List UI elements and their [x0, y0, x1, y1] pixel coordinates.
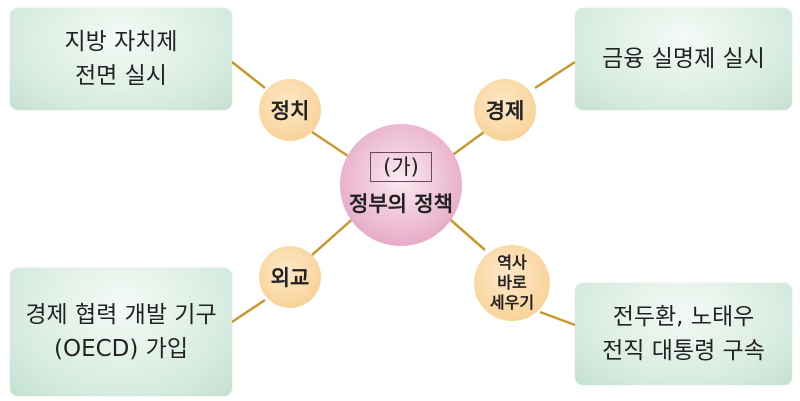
- node-history: 역사 바로 세우기: [474, 245, 550, 321]
- node-label: 정치: [270, 99, 310, 123]
- node-diplomacy: 외교: [259, 246, 321, 308]
- box-text: (OECD) 가입: [54, 336, 188, 362]
- box-text: 전두환, 노태우: [612, 304, 755, 330]
- box-local-autonomy: 지방 자치제 전면 실시: [10, 8, 232, 110]
- box-text: 전면 실시: [75, 63, 167, 89]
- blank-label: (가): [370, 152, 432, 182]
- box-text: 경제 협력 개발 기구: [25, 302, 217, 328]
- node-label: 경제: [485, 99, 525, 123]
- node-economy: 경제: [474, 79, 536, 141]
- node-politics: 정치: [259, 79, 321, 141]
- box-former-presidents: 전두환, 노태우 전직 대통령 구속: [575, 283, 792, 385]
- box-oecd: 경제 협력 개발 기구 (OECD) 가입: [10, 268, 232, 396]
- box-text: 전직 대통령 구속: [602, 338, 765, 364]
- node-label: 세우기: [489, 293, 535, 312]
- node-label: 역사: [497, 253, 527, 272]
- box-real-name-finance: 금융 실명제 실시: [575, 8, 792, 110]
- node-label: 바로: [497, 273, 527, 292]
- node-label: 외교: [270, 266, 310, 290]
- box-text: 지방 자치제: [64, 29, 178, 55]
- center-title: 정부의 정책: [349, 192, 453, 216]
- center-node: (가) 정부의 정책: [340, 124, 462, 246]
- box-text: 금융 실명제 실시: [602, 46, 765, 72]
